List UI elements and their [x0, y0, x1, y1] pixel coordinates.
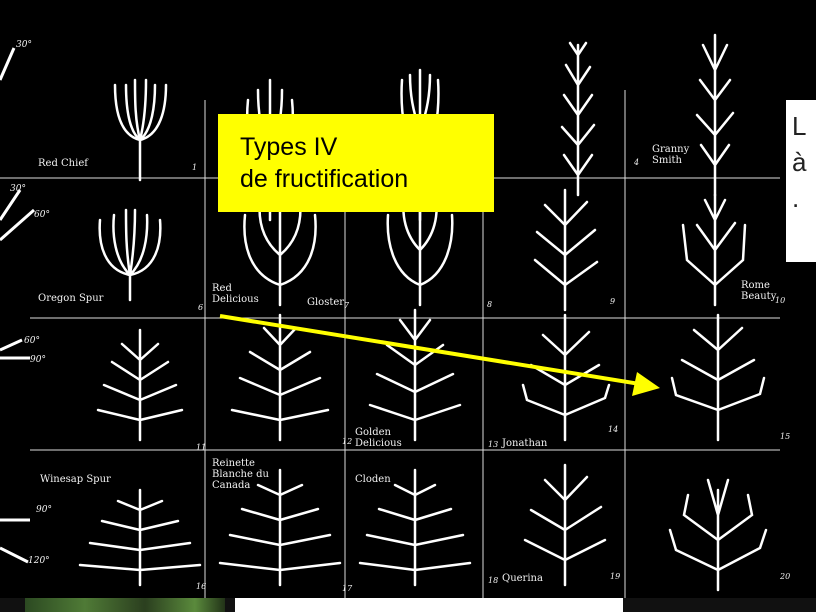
number-16: 16 — [196, 582, 206, 591]
tree-11 — [98, 330, 182, 440]
number-20: 20 — [780, 572, 790, 581]
tree-row-3 — [98, 310, 764, 440]
number-15: 15 — [780, 432, 790, 441]
number-18: 18 — [488, 576, 498, 585]
side-text-1: L — [792, 108, 816, 144]
label-cloden: Cloden — [355, 474, 391, 485]
tree-13 — [370, 310, 460, 440]
tree-4 — [562, 43, 594, 195]
angle-markers — [0, 48, 34, 562]
number-11: 11 — [196, 443, 206, 452]
label-oregon-spur: Oregon Spur — [38, 293, 103, 304]
tree-1 — [115, 80, 166, 180]
label-querina: Querina — [502, 573, 543, 584]
label-red-delicious: Red Delicious — [212, 283, 260, 305]
tree-12 — [232, 315, 328, 440]
number-12: 12 — [342, 437, 352, 446]
number-9: 9 — [610, 297, 615, 306]
number-4: 4 — [634, 158, 639, 167]
arrow — [220, 316, 660, 396]
tree-16 — [80, 490, 200, 585]
angle-30-b: 30° — [10, 184, 26, 194]
number-6: 6 — [198, 303, 203, 312]
number-7: 7 — [344, 301, 349, 310]
tree-10 — [683, 195, 745, 305]
label-red-chief: Red Chief — [38, 158, 88, 169]
callout-line-1: Types IV — [240, 131, 494, 163]
number-10: 10 — [775, 296, 785, 305]
angle-90-a: 90° — [30, 355, 46, 365]
label-rome-beauty: Rome Beauty — [741, 280, 777, 302]
number-8: 8 — [487, 300, 492, 309]
label-granny-smith: Granny Smith — [652, 144, 688, 166]
tree-9 — [535, 190, 597, 310]
callout-box: Types IV de fructification — [218, 114, 494, 212]
label-jonathan: Jonathan — [502, 438, 547, 449]
leaf-photo — [25, 598, 225, 612]
angle-90-b: 90° — [36, 505, 52, 515]
tree-20 — [670, 480, 766, 590]
tree-6 — [100, 210, 161, 300]
label-golden-delicious: Golden Delicious — [355, 427, 403, 449]
number-14: 14 — [608, 425, 618, 434]
label-winesap-spur: Winesap Spur — [40, 474, 111, 485]
bottom-white-panel — [235, 598, 623, 612]
tree-5 — [697, 35, 733, 195]
side-text-3: . — [792, 180, 816, 216]
tree-18 — [360, 470, 470, 585]
side-text-2: à — [792, 144, 816, 180]
angle-60-b: 60° — [24, 336, 40, 346]
number-13: 13 — [488, 440, 498, 449]
number-19: 19 — [610, 572, 620, 581]
callout-line-2: de fructification — [240, 163, 494, 195]
tree-row-4 — [80, 465, 766, 590]
number-1: 1 — [192, 163, 197, 172]
tree-19 — [525, 465, 605, 585]
label-reinette: Reinette Blanche du Canada — [212, 458, 282, 491]
angle-30-a: 30° — [16, 40, 32, 50]
side-text-panel: L à . — [786, 100, 816, 262]
angle-120: 120° — [28, 556, 50, 566]
number-17: 17 — [342, 584, 352, 593]
label-gloster: Gloster — [307, 297, 344, 308]
tree-15 — [672, 315, 764, 440]
angle-60-a: 60° — [34, 210, 50, 220]
